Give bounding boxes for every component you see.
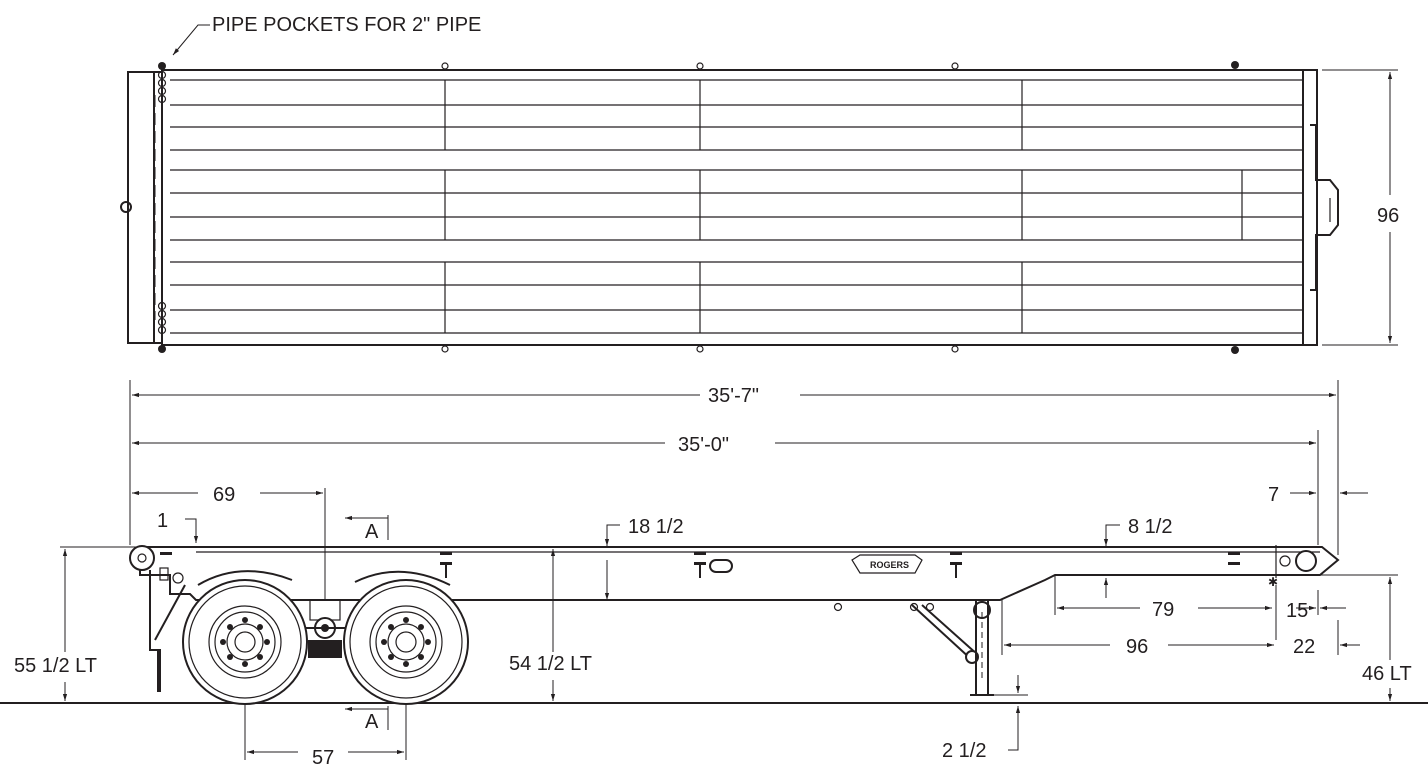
landing-gear-clearance-dim: 2 1/2 — [942, 740, 986, 762]
mid-height-dim: 54 1/2 LT — [509, 653, 592, 675]
front-apron — [149, 570, 161, 692]
gooseneck-79-dim: 79 — [1152, 599, 1174, 621]
front-fender — [197, 570, 293, 586]
deck-side — [139, 546, 1340, 601]
side-stake-marks — [160, 552, 1240, 578]
deck-outline — [161, 69, 1318, 346]
rear-overhang-dim: 7 — [1268, 484, 1279, 506]
front-wheel — [182, 579, 308, 705]
stake-pockets — [441, 61, 1239, 354]
overall-length-dim: 35'-7" — [708, 385, 759, 407]
deck-depth-dim: 18 1/2 — [628, 516, 684, 538]
axle-spread-dim: 57 — [312, 747, 334, 767]
top-view: PIPE POCKETS FOR 2" PIPE 96 : : — [0, 14, 1399, 567]
section-a-bottom: A — [365, 711, 379, 733]
deck-boards — [170, 79, 1303, 334]
lug — [709, 559, 733, 573]
dim-22: 22 — [1293, 636, 1315, 658]
front-roller — [129, 545, 155, 571]
svg-text:✱: ✱ — [1268, 575, 1278, 589]
front-drop-dim: 1 — [157, 510, 168, 532]
side-view: 35'-7" 35'-0" 69 1 A A 18 1/2 8 1/2 7 — [0, 380, 1428, 767]
rear-depth-dim: 8 1/2 — [1128, 516, 1172, 538]
pipe-pockets — [157, 62, 167, 353]
deck-length-dim: 35'-0" — [678, 434, 729, 456]
pipe-pockets-label: PIPE POCKETS FOR 2" PIPE — [212, 14, 481, 36]
rear-fender — [354, 570, 451, 586]
board-joints — [444, 80, 1243, 333]
front-height-dim: 55 1/2 LT — [14, 655, 97, 677]
svg-text:ROGERS: ROGERS — [870, 560, 909, 570]
landing-gear — [911, 599, 994, 696]
rogers-logo: ROGERS — [851, 554, 923, 574]
rear-height-dim: 46 LT — [1362, 663, 1412, 685]
svg-text::: : — [0, 183, 2, 205]
section-a-top: A — [365, 521, 379, 543]
gooseneck-96-dim: 96 — [1126, 636, 1148, 658]
svg-text::: : — [0, 545, 2, 567]
width-dim: 96 — [1377, 205, 1399, 227]
rear-wheel — [343, 579, 469, 705]
rear-roller — [1295, 550, 1317, 572]
kingpin — [120, 201, 132, 213]
front-bulkhead — [127, 71, 155, 344]
rear-hitch — [1310, 124, 1339, 291]
dim-15: 15 — [1286, 600, 1308, 622]
kingpin-setback-dim: 69 — [213, 484, 235, 506]
